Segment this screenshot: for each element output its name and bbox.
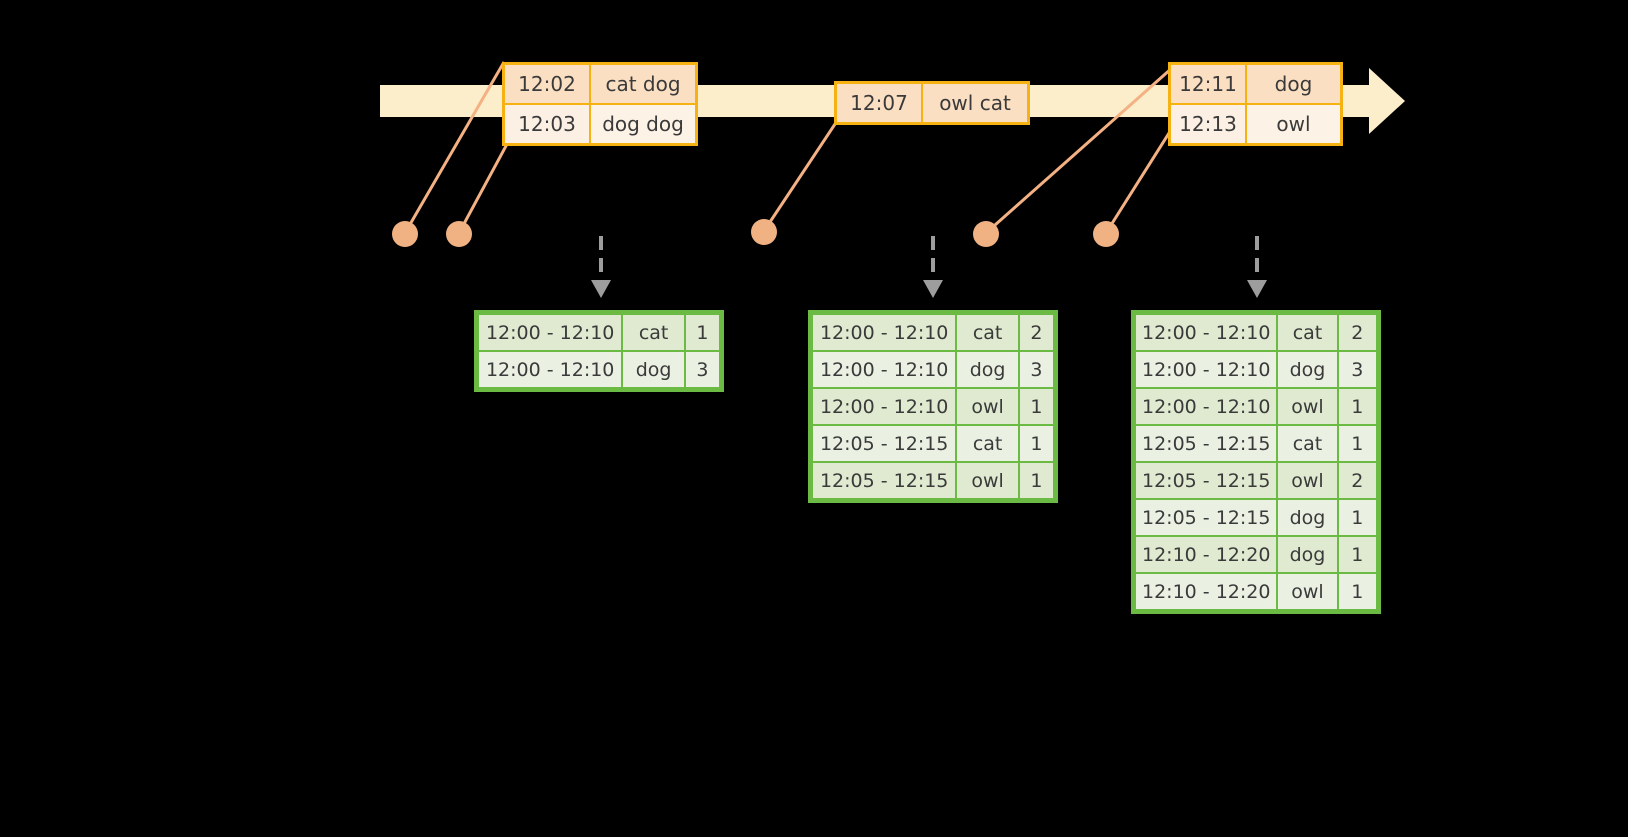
window-cell: 12:05 - 12:15 [813,426,956,461]
event-group-3: 12:11 dog 12:13 owl [1168,62,1343,146]
word-cell: owl [1278,463,1337,498]
count-cell: 1 [1338,500,1376,535]
word-cell: owl [1278,389,1337,424]
word-cell: dog [1278,500,1337,535]
event-group-1: 12:02 cat dog 12:03 dog dog [502,62,698,146]
event-dot-5 [1093,221,1119,247]
word-cell: cat [623,315,684,350]
result-table-2: 12:00 - 12:10 cat 2 12:00 - 12:10 dog 3 … [808,310,1058,503]
window-cell: 12:05 - 12:15 [1136,500,1277,535]
table-row: 12:05 - 12:15 owl 1 [812,462,1054,499]
event-payload: dog [1245,65,1340,103]
count-cell: 1 [1019,463,1053,498]
word-cell: owl [957,389,1018,424]
event-row: 12:11 dog [1171,65,1340,103]
count-cell: 2 [1338,315,1376,350]
result-table-3: 12:00 - 12:10 cat 2 12:00 - 12:10 dog 3 … [1131,310,1381,614]
word-cell: dog [1278,352,1337,387]
event-payload: cat dog [589,65,695,103]
table-row: 12:00 - 12:10 owl 1 [812,388,1054,425]
table-row: 12:00 - 12:10 owl 1 [1135,388,1377,425]
event-time: 12:11 [1171,65,1245,103]
table-row: 12:00 - 12:10 cat 2 [1135,314,1377,351]
count-cell: 1 [1019,426,1053,461]
event-payload: owl [1245,105,1340,143]
word-cell: owl [957,463,1018,498]
event-dot-1 [392,221,418,247]
table-row: 12:00 - 12:10 dog 3 [1135,351,1377,388]
event-time: 12:03 [505,105,589,143]
table-row: 12:00 - 12:10 cat 1 [478,314,720,351]
timeline-arrowhead-icon [1369,68,1405,134]
event-time: 12:02 [505,65,589,103]
window-cell: 12:05 - 12:15 [1136,426,1277,461]
window-cell: 12:05 - 12:15 [1136,463,1277,498]
window-cell: 12:00 - 12:10 [479,315,622,350]
word-cell: owl [1278,574,1337,609]
table-row: 12:05 - 12:15 cat 1 [812,425,1054,462]
event-dot-4 [973,221,999,247]
word-cell: dog [1278,537,1337,572]
word-cell: cat [1278,315,1337,350]
table-row: 12:10 - 12:20 dog 1 [1135,536,1377,573]
window-cell: 12:10 - 12:20 [1136,574,1277,609]
window-cell: 12:00 - 12:10 [1136,352,1277,387]
count-cell: 2 [1019,315,1053,350]
table-row: 12:00 - 12:10 cat 2 [812,314,1054,351]
word-cell: cat [957,315,1018,350]
word-cell: cat [1278,426,1337,461]
event-time: 12:13 [1171,105,1245,143]
count-cell: 3 [685,352,719,387]
count-cell: 3 [1338,352,1376,387]
window-cell: 12:05 - 12:15 [813,463,956,498]
word-cell: dog [957,352,1018,387]
count-cell: 2 [1338,463,1376,498]
count-cell: 1 [1019,389,1053,424]
table-row: 12:10 - 12:20 owl 1 [1135,573,1377,610]
event-row: 12:13 owl [1171,103,1340,143]
count-cell: 3 [1019,352,1053,387]
event-payload: dog dog [589,105,695,143]
table-row: 12:05 - 12:15 owl 2 [1135,462,1377,499]
event-dot-2 [446,221,472,247]
word-cell: dog [623,352,684,387]
table-row: 12:00 - 12:10 dog 3 [812,351,1054,388]
count-cell: 1 [1338,389,1376,424]
window-cell: 12:10 - 12:20 [1136,537,1277,572]
event-payload: owl cat [921,84,1027,122]
result-table-1: 12:00 - 12:10 cat 1 12:00 - 12:10 dog 3 [474,310,724,392]
count-cell: 1 [1338,426,1376,461]
count-cell: 1 [1338,537,1376,572]
table-row: 12:05 - 12:15 dog 1 [1135,499,1377,536]
window-cell: 12:00 - 12:10 [813,315,956,350]
event-row: 12:03 dog dog [505,103,695,143]
event-group-2: 12:07 owl cat [834,81,1030,125]
table-row: 12:00 - 12:10 dog 3 [478,351,720,388]
count-cell: 1 [685,315,719,350]
window-cell: 12:00 - 12:10 [813,389,956,424]
event-time: 12:07 [837,84,921,122]
event-row: 12:07 owl cat [837,84,1027,122]
table-row: 12:05 - 12:15 cat 1 [1135,425,1377,462]
word-cell: cat [957,426,1018,461]
event-row: 12:02 cat dog [505,65,695,103]
window-cell: 12:00 - 12:10 [813,352,956,387]
window-cell: 12:00 - 12:10 [479,352,622,387]
event-dot-3 [751,219,777,245]
window-cell: 12:00 - 12:10 [1136,315,1277,350]
window-cell: 12:00 - 12:10 [1136,389,1277,424]
count-cell: 1 [1338,574,1376,609]
